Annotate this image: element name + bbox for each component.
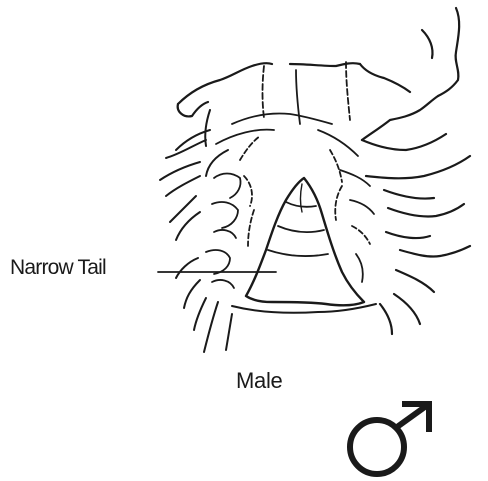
abdomen-segments (206, 170, 374, 288)
right-claw-outline (360, 8, 470, 334)
carapace-outline (178, 63, 360, 116)
male-caption: Male (236, 368, 283, 394)
male-symbol-icon (350, 404, 429, 474)
narrow-tail-apron (232, 178, 376, 313)
thorax-lines (216, 62, 358, 182)
left-legs (160, 110, 232, 352)
narrow-tail-label: Narrow Tail (10, 256, 106, 280)
